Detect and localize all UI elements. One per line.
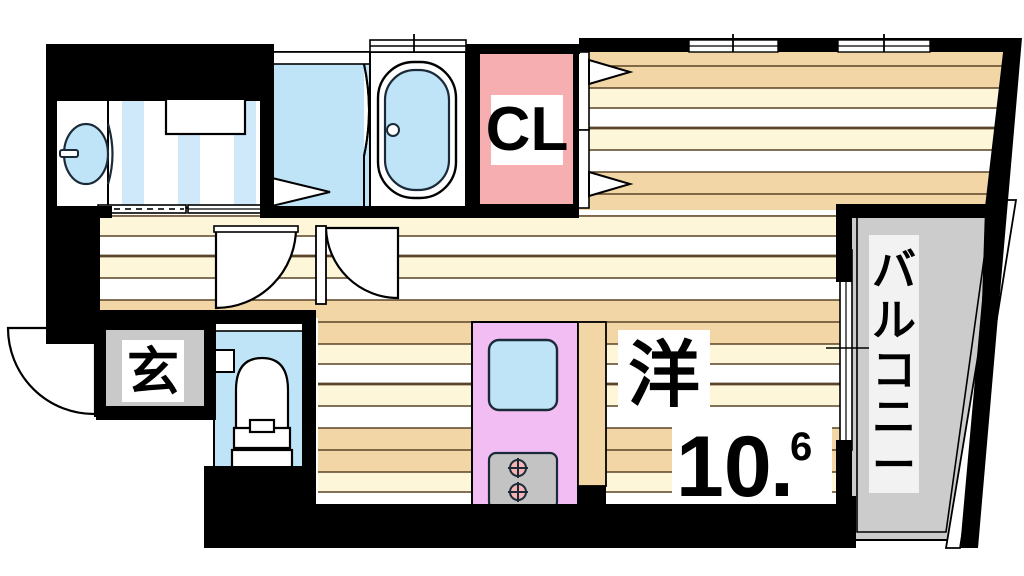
- window-bathroom[interactable]: [369, 34, 467, 53]
- room-size-fraction: 6: [790, 425, 812, 469]
- room-label-kanji: 洋: [628, 336, 700, 416]
- gas-stove-two-burner: [487, 451, 559, 511]
- floor-corridor: [100, 215, 845, 318]
- balcony-label-char-5: ー: [872, 441, 916, 490]
- window-north-right[interactable]: [837, 34, 931, 53]
- stove-burner: [508, 482, 528, 502]
- stove-burner: [508, 458, 528, 478]
- interior-door-swing-left[interactable]: [213, 225, 299, 310]
- window-north-left[interactable]: [688, 34, 779, 53]
- floor-upper-room: [577, 52, 1004, 210]
- balcony-label-char-1: バ: [872, 246, 916, 295]
- closet-label: CL: [486, 95, 569, 164]
- balcony-label-char-2: ル: [872, 296, 916, 345]
- room-size-group: 10 . 6: [672, 418, 832, 515]
- entrance-label: 玄: [127, 344, 179, 402]
- balcony-label-char-4: ニ: [872, 393, 916, 442]
- closet-label-group: CL: [486, 95, 569, 165]
- room-label-group: 洋: [618, 330, 710, 416]
- washroom-door-sill: [97, 204, 267, 214]
- entrance-label-group: 玄: [122, 340, 184, 402]
- wash-basin: [59, 122, 114, 186]
- bathtub: [376, 60, 458, 200]
- room-size-dot: .: [770, 419, 794, 515]
- balcony-label-group: バ ル コ ニ ー: [869, 235, 919, 493]
- interior-door-swing-right[interactable]: [315, 225, 400, 305]
- kitchen-sink: [487, 338, 559, 412]
- kitchen-area: [471, 321, 579, 523]
- bathroom-area: [271, 51, 467, 209]
- balcony-label-char-3: コ: [872, 346, 916, 395]
- toilet-bowl: [230, 356, 294, 470]
- walls: [46, 38, 1022, 548]
- toilet-area: [213, 321, 305, 471]
- room-size-value: 10: [676, 419, 772, 515]
- kitchen-partition: [577, 321, 607, 487]
